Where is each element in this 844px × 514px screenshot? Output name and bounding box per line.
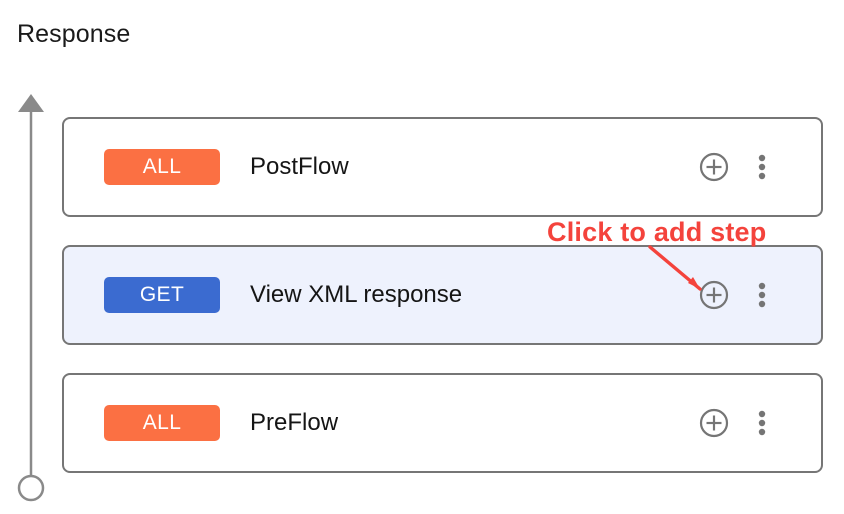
kebab-menu-icon[interactable]: [751, 408, 773, 438]
plus-circle-icon[interactable]: [699, 280, 729, 310]
kebab-menu-icon[interactable]: [751, 280, 773, 310]
flow-step-list: ALL PostFlow GET View XML response: [62, 117, 823, 501]
flow-direction-axis: [8, 86, 56, 506]
page-title: Response: [17, 20, 131, 48]
kebab-menu-icon[interactable]: [751, 152, 773, 182]
step-row-actions: [699, 408, 773, 438]
flow-axis-graphic: [17, 94, 45, 502]
step-label: View XML response: [250, 281, 463, 308]
step-row-view-xml-response[interactable]: GET View XML response: [62, 245, 823, 345]
plus-circle-icon[interactable]: [699, 408, 729, 438]
method-badge-all: ALL: [104, 149, 220, 185]
plus-circle-icon[interactable]: [699, 152, 729, 182]
circle-endpoint-icon: [17, 474, 45, 502]
step-label: PostFlow: [250, 153, 349, 180]
step-row-actions: [699, 280, 773, 310]
arrow-up-icon: [18, 94, 44, 112]
step-row-postflow[interactable]: ALL PostFlow: [62, 117, 823, 217]
step-row-actions: [699, 152, 773, 182]
method-badge-get: GET: [104, 277, 220, 313]
step-row-preflow[interactable]: ALL PreFlow: [62, 373, 823, 473]
method-badge-all: ALL: [104, 405, 220, 441]
step-label: PreFlow: [250, 409, 339, 436]
